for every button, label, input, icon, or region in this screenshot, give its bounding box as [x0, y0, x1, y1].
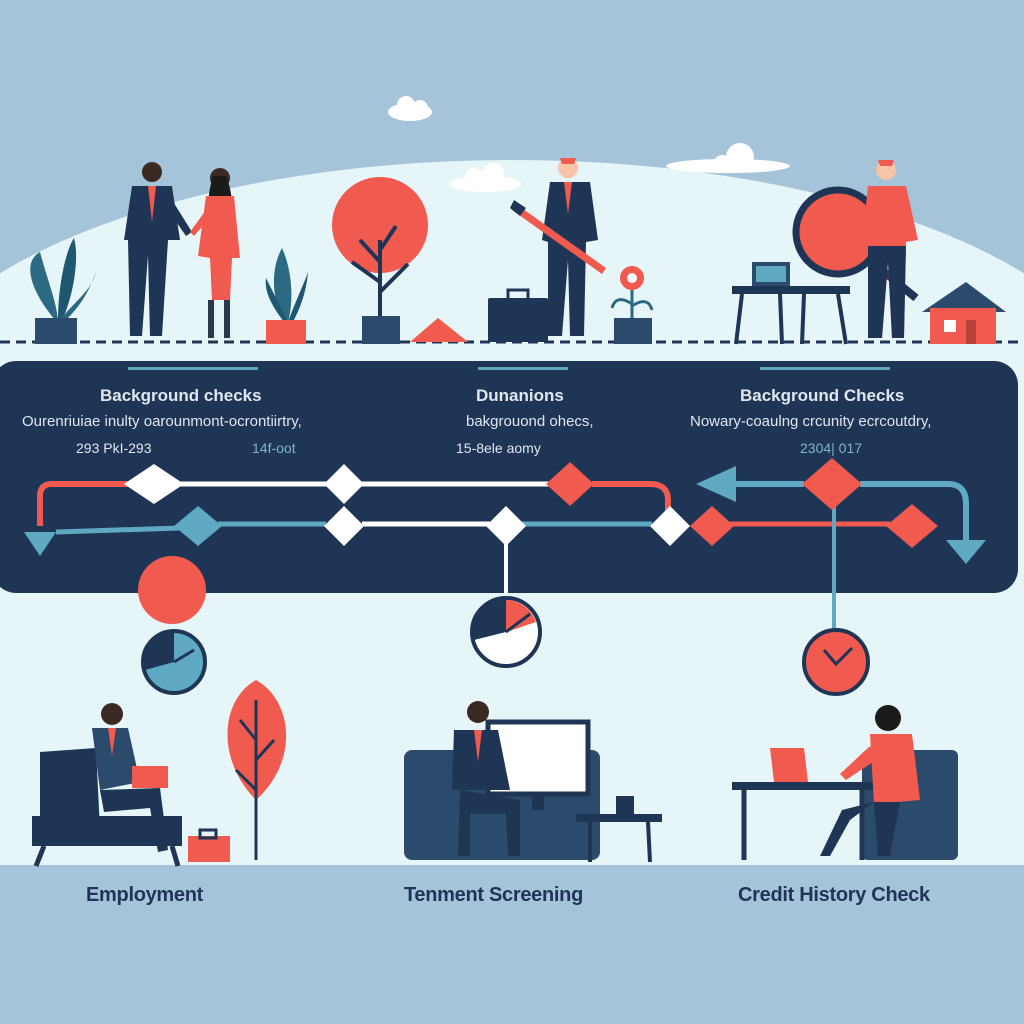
arrow-left-icon: [696, 466, 736, 502]
panel-heading: Dunanions: [476, 386, 564, 405]
panel-header-bar: [128, 367, 258, 370]
panel-code: 293 PkI-293: [76, 440, 152, 456]
duration-label: 225 doduning: [610, 550, 701, 567]
duration-label: 22 echooning: [280, 550, 371, 567]
timeline-connector: [592, 481, 671, 512]
diamond-node: [650, 506, 690, 546]
coral-circle-marker: [138, 556, 206, 624]
magnifier-person-illustration: [792, 160, 919, 338]
diamond-node: [324, 464, 364, 504]
tree-icon: [332, 177, 428, 344]
panel-heading: Background checks: [100, 386, 262, 405]
diamond-node: [324, 506, 364, 546]
caption-employment: Employment: [86, 884, 204, 906]
armchair-person-illustration: [32, 703, 182, 867]
diamond-node: [690, 506, 734, 546]
desk-laptop-person-illustration: [732, 705, 958, 860]
timeline-connector: [728, 481, 969, 540]
caption-credit-history: Credit History Check: [738, 884, 930, 906]
clock-icon: [470, 596, 542, 668]
panel-code: 2304| 017: [800, 440, 863, 456]
timeline-panel: [0, 361, 1018, 593]
panel-subheading: Ourenriuiae inulty oarounmont-ocrontiirt…: [22, 413, 302, 430]
panel-code-alt: 14f-oot: [252, 440, 296, 456]
arrow-down-icon: [946, 540, 986, 564]
diamond-node: [546, 462, 594, 506]
potted-plant-icon: [30, 238, 96, 344]
diamond-node: [174, 506, 222, 546]
arrow-down-icon: [24, 532, 56, 556]
panel-subheading: bakgrouond ohecs,: [466, 413, 594, 430]
clock-icon: [141, 629, 207, 695]
potted-plant-icon: [265, 248, 308, 344]
tree-icon: [227, 680, 287, 860]
timeline-connector: [55, 521, 652, 535]
briefcase-icon: [188, 828, 230, 862]
briefcase-icon: [488, 288, 548, 342]
investigator-person-illustration: [510, 158, 606, 336]
desk-laptop-illustration: [732, 262, 850, 345]
desk-monitor-illustration: [404, 701, 662, 863]
bottom-band: [0, 865, 1024, 1024]
house-icon: [922, 282, 1006, 344]
triangle-marker-icon: [410, 318, 468, 342]
cloud-icon: [449, 163, 521, 192]
panel-subheading: Nowary-coaulng crcunity ecrcoutdry,: [690, 413, 932, 430]
flower-pot-icon: [610, 266, 654, 344]
panel-code: 15-8ele aomy: [456, 440, 541, 456]
panel-header-bar: [760, 367, 890, 370]
timeline-connector: [37, 481, 132, 526]
diamond-node: [886, 504, 938, 548]
cloud-icon: [666, 143, 790, 173]
diamond-node: [486, 506, 526, 546]
panel-header-bar: [478, 367, 568, 370]
panel-heading: Background Checks: [740, 386, 905, 405]
diamond-node: [124, 464, 184, 504]
caption-tenant-screening: Tenment Screening: [404, 884, 584, 906]
diamond-node: [802, 458, 862, 510]
clock-icon: [802, 628, 870, 696]
cloud-icon: [388, 96, 432, 121]
handshake-people-illustration: [124, 162, 240, 338]
duration-label: 25a gfuning: [886, 566, 965, 583]
